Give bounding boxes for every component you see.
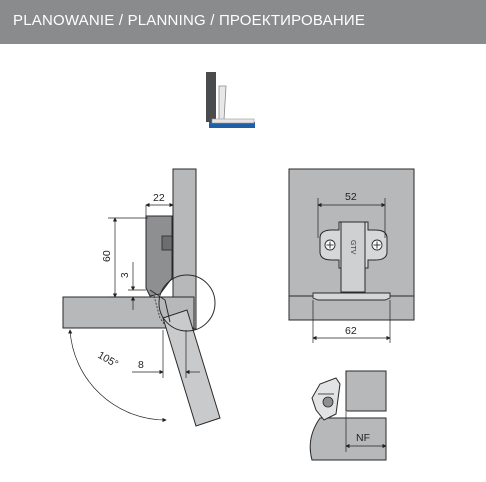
side-view: 22 60 3 8 105° (62, 168, 221, 427)
angle-105-label: 105° (96, 349, 121, 370)
dim-62-label: 62 (345, 325, 357, 337)
dim-52-label: 52 (345, 191, 357, 203)
nf-label: NF (356, 432, 370, 444)
page-title: PLANOWANIE / PLANNING / ПРОЕКТИРОВАНИЕ (13, 12, 366, 29)
dim-60-label: 60 (101, 250, 113, 262)
screw-icon (371, 239, 383, 251)
front-view: GTV 52 62 (288, 168, 415, 343)
header-banner: PLANOWANIE / PLANNING / ПРОЕКТИРОВАНИЕ (0, 0, 486, 44)
dim-3-label: 3 (120, 272, 131, 278)
overlay-type-icon (206, 72, 255, 128)
dim-22-label: 22 (153, 192, 165, 204)
dim-8-label: 8 (138, 359, 144, 371)
detail-view: NF (309, 370, 387, 461)
screw-icon (324, 239, 336, 251)
cup-marking: GTV (349, 240, 356, 255)
